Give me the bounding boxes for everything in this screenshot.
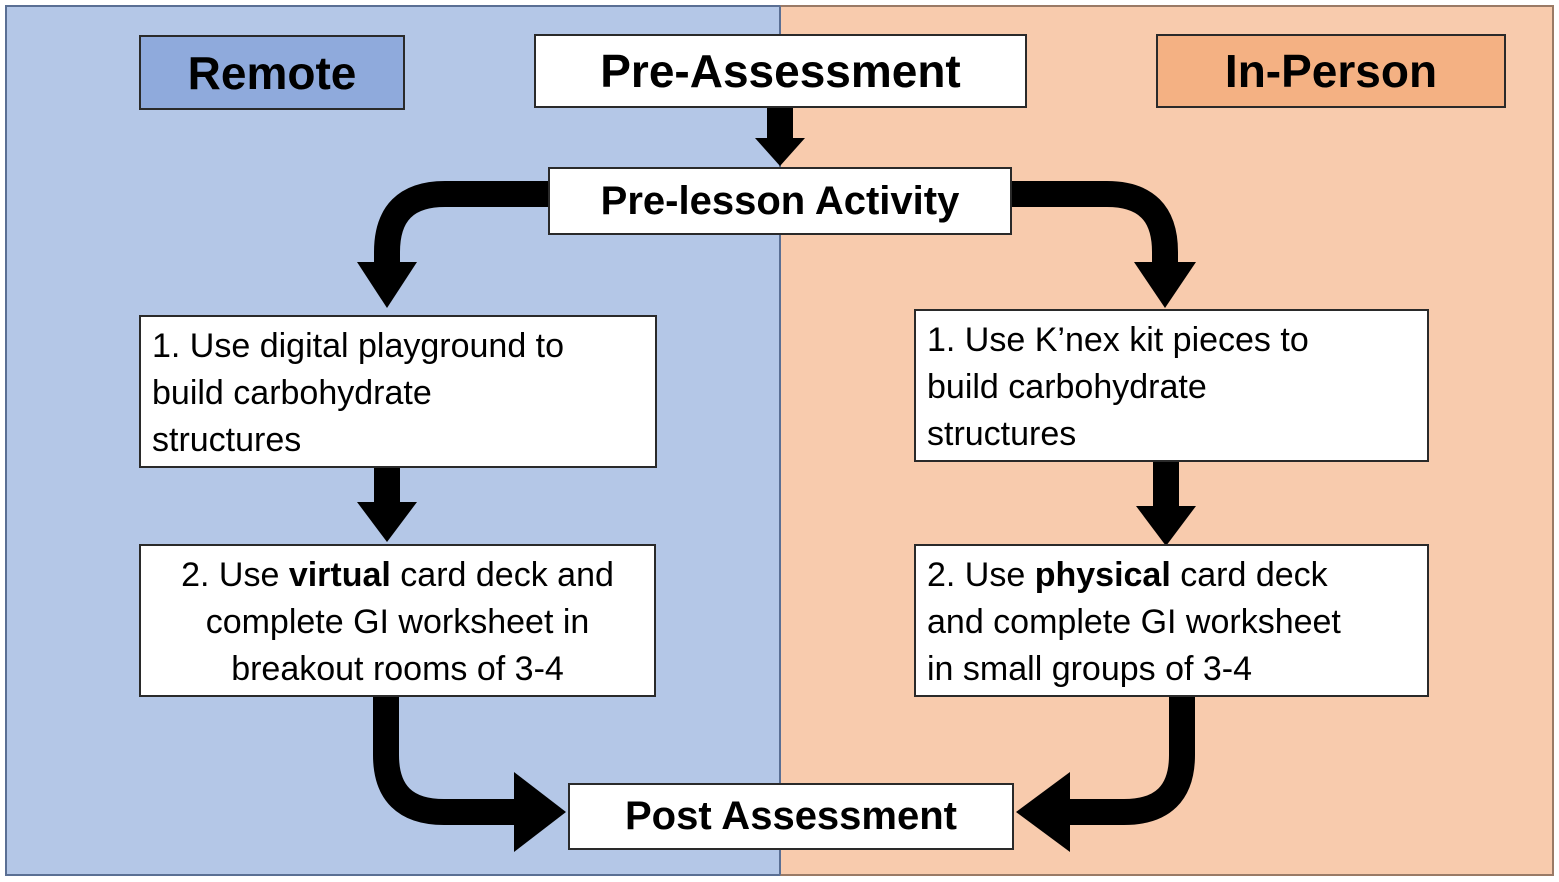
arrowhead-inperson-to-post	[1016, 772, 1070, 852]
inperson-step2-bold: physical	[1034, 556, 1171, 594]
inperson-step1-line2: build carbohydrate	[927, 368, 1207, 406]
arrow-remote-step2-to-post	[373, 697, 518, 825]
remote-step1-line1: 1. Use digital playground to	[152, 327, 565, 365]
remote-step2-line3: breakout rooms of 3-4	[231, 650, 564, 688]
inperson-step2-line1: 2. Use physical card deck	[927, 552, 1417, 599]
remote-step2-prefix: 2. Use	[181, 556, 289, 594]
inperson-step1-line3: structures	[927, 415, 1077, 453]
arrowhead-remote-to-post	[514, 772, 566, 852]
post-assessment-box: Post Assessment	[568, 783, 1014, 850]
remote-label: Remote	[139, 35, 405, 110]
remote-step2-bold: virtual	[288, 556, 391, 594]
remote-step2-box: 2. Use virtual card deck and complete GI…	[139, 544, 656, 697]
arrowhead-remote-step1	[357, 262, 417, 308]
remote-step1-line2: build carbohydrate	[152, 374, 432, 412]
remote-step2-line1: 2. Use virtual card deck and	[145, 552, 650, 599]
inperson-step1-line1: 1. Use K’nex kit pieces to	[927, 321, 1309, 359]
pre-assessment-box: Pre-Assessment	[534, 34, 1027, 108]
inperson-step1-box: 1. Use K’nex kit pieces to build carbohy…	[914, 309, 1429, 462]
inperson-step2-line3: in small groups of 3-4	[927, 650, 1253, 688]
arrowhead-pre-lesson	[755, 138, 805, 166]
inperson-step2-box: 2. Use physical card deck and complete G…	[914, 544, 1429, 697]
inperson-step2-prefix: 2. Use	[927, 556, 1035, 594]
arrowhead-inperson-step1	[1134, 262, 1196, 308]
pre-lesson-activity-box: Pre-lesson Activity	[548, 167, 1012, 235]
arrowhead-remote-step2	[357, 502, 417, 542]
remote-step1-line3: structures	[152, 421, 302, 459]
remote-step2-line2: complete GI worksheet in	[205, 603, 590, 641]
arrow-pre-lesson-to-inperson-step1	[1012, 181, 1178, 266]
remote-step1-box: 1. Use digital playground to build carbo…	[139, 315, 657, 468]
arrow-pre-lesson-to-remote-step1	[374, 181, 548, 266]
in-person-label: In-Person	[1156, 34, 1506, 108]
remote-step2-suffix: card deck and	[390, 556, 614, 594]
inperson-step2-line2: and complete GI worksheet	[927, 603, 1341, 641]
arrowhead-inperson-step2	[1136, 506, 1196, 546]
inperson-step2-suffix: card deck	[1170, 556, 1328, 594]
arrow-inperson-step2-to-post	[1066, 697, 1195, 825]
